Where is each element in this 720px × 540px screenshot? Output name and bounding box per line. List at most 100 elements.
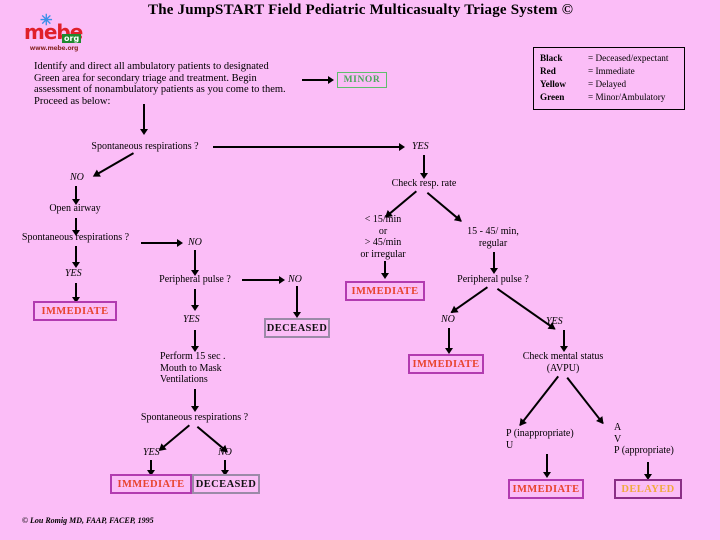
branch-label-yes-4: YES [143, 447, 160, 458]
arrowhead-pulse-left-yes [191, 305, 199, 311]
node-ventilations: Perform 15 sec . Mouth to Mask Ventilati… [160, 351, 290, 386]
outcome-immediate-1[interactable]: IMMEDIATE [33, 301, 117, 321]
node-check-resp-rate: Check resp. rate [391, 178, 457, 189]
legend-meaning-black: = Deceased/expectant [588, 53, 669, 63]
outcome-immediate-2[interactable]: IMMEDIATE [110, 474, 192, 494]
node-rate-abnormal-line-3: > 45/min [364, 237, 402, 248]
logo-url: www.mebe.org [29, 45, 79, 52]
legend-row: Yellow = Delayed [540, 78, 668, 91]
logo-org-tag: org [62, 34, 82, 43]
connector-instructions-to-minor [302, 79, 328, 81]
node-avpu-inappropriate: P (inappropriate) U [506, 428, 602, 451]
outcome-immediate-3[interactable]: IMMEDIATE [345, 281, 425, 301]
node-mental-status-line-1: Check mental status [522, 351, 604, 362]
connector-spont2-to-yes [75, 246, 77, 264]
legend-color-red: Red [540, 66, 556, 76]
node-rate-normal: 15 - 45/ min, regular [450, 226, 536, 249]
copyright-footer: © Lou Romig MD, FAAP, FACEP, 1995 [22, 516, 154, 525]
outcome-deceased-1[interactable]: DECEASED [264, 318, 330, 338]
arrowhead-deceased-1 [293, 312, 301, 318]
arrowhead-pulse-left-no [279, 276, 285, 284]
branch-label-no-2: NO [188, 237, 202, 248]
arrowhead-mental-status [560, 346, 568, 352]
connector-abnormal-to-immediate [384, 261, 386, 275]
arrowhead-spont2-no [177, 239, 183, 247]
node-avpu-good-line-3: P (appropriate) [614, 445, 674, 456]
node-rate-normal-line-1: 15 - 45/ min, [467, 226, 519, 237]
color-legend: Black = Deceased/expectant Red = Immedia… [533, 47, 685, 110]
instructions-line-2: Green area for secondary triage and trea… [34, 72, 257, 84]
arrowhead-immediate-5 [543, 472, 551, 478]
connector-ventilations-to-spont3 [194, 389, 196, 408]
arrowhead-spont1-yes [399, 143, 405, 151]
connector-no2-to-pulse [194, 250, 196, 272]
node-avpu-bad-line-2: U [506, 439, 514, 451]
arrowhead-ventilations [191, 346, 199, 352]
branch-label-no-5: NO [441, 314, 455, 325]
outcome-immediate-5[interactable]: IMMEDIATE [508, 479, 584, 499]
legend-color-green: Green [540, 92, 565, 102]
legend-meaning-green: = Minor/Ambulatory [588, 92, 666, 102]
connector-no5-to-immediate [448, 328, 450, 350]
arrowhead-deceased-2 [221, 470, 229, 476]
arrowhead-delayed [644, 474, 652, 480]
connector-open-airway-to-spont2 [75, 218, 77, 232]
arrowhead-entry [140, 129, 148, 135]
connector-pulse-left-to-yes [194, 289, 196, 307]
legend-row: Black = Deceased/expectant [540, 52, 668, 65]
node-rate-abnormal-line-2: or [378, 225, 388, 237]
branch-label-yes-2: YES [65, 268, 82, 279]
arrowhead-immediate-4 [445, 348, 453, 354]
connector-pulse-left-to-no [242, 279, 280, 281]
node-check-mental-status: Check mental status (AVPU) [515, 351, 611, 374]
node-ventilations-line-2: Mouth to Mask [160, 362, 222, 374]
node-rate-normal-line-2: regular [478, 237, 508, 249]
node-ventilations-line-1: Perform 15 sec . [160, 351, 226, 362]
legend-row: Red = Immediate [540, 65, 668, 78]
connector-no3-to-deceased [296, 286, 298, 314]
node-rate-abnormal-line-4: or irregular [360, 248, 406, 260]
connector-normal-to-pulse-right [493, 252, 495, 270]
legend-meaning-red: = Immediate [588, 66, 635, 76]
mebe-logo[interactable]: ✳ mebe org www.mebe.org [18, 14, 90, 56]
arrowhead-pulse-left [191, 270, 199, 276]
connector-avpu-bad-to-immediate [546, 454, 548, 474]
snowflake-icon: ✳ [40, 13, 53, 29]
node-peripheral-pulse-left: Peripheral pulse ? [159, 274, 231, 285]
legend-meaning-yellow: = Delayed [588, 79, 627, 89]
node-mental-status-line-2: (AVPU) [546, 362, 580, 374]
node-peripheral-pulse-right: Peripheral pulse ? [457, 274, 529, 285]
arrowhead-immediate-2 [147, 470, 155, 476]
outcome-immediate-4[interactable]: IMMEDIATE [408, 354, 484, 374]
node-avpu-good-line-2: V [614, 433, 622, 445]
node-avpu-appropriate: A V P (appropriate) [614, 422, 714, 457]
connector-yes4-to-immediate [150, 460, 152, 472]
instructions-line-1: Identify and direct all ambulatory patie… [34, 61, 269, 72]
connector-spont1-to-yes [213, 146, 400, 148]
legend-color-yellow: Yellow [540, 79, 567, 89]
connector-yes2-to-immediate [75, 283, 77, 299]
branch-label-yes-3: YES [183, 314, 200, 325]
arrowhead-immediate-1 [72, 297, 80, 303]
page-title: The JumpSTART Field Pediatric Multicasua… [148, 2, 574, 18]
instructions-line-3: assessment of nonambulatory patients as … [34, 84, 286, 96]
arrowhead-to-minor [328, 76, 334, 84]
outcome-minor[interactable]: MINOR [337, 72, 387, 88]
arrowhead-check-rate [420, 173, 428, 179]
branch-label-no-4: NO [218, 447, 232, 458]
branch-label-no-1: NO [70, 172, 84, 183]
arrowhead-spont3 [191, 406, 199, 412]
node-avpu-bad-line-1: P (inappropriate) [506, 428, 574, 439]
node-spontaneous-respirations-1: Spontaneous respirations ? [91, 141, 199, 152]
outcome-deceased-2[interactable]: DECEASED [192, 474, 260, 494]
node-ventilations-line-3: Ventilations [160, 374, 208, 385]
outcome-delayed[interactable]: DELAYED [614, 479, 682, 499]
connector-yes5-to-mental-status [563, 330, 565, 348]
instructions-line-4: Proceed as below: [34, 95, 111, 107]
arrowhead-spont2-yes [72, 262, 80, 268]
connector-entry-stem [143, 104, 145, 130]
arrowhead-open-airway [72, 199, 80, 205]
branch-label-yes-1: YES [412, 141, 429, 152]
node-rate-abnormal: < 15/min or > 45/min or irregular [340, 214, 426, 260]
